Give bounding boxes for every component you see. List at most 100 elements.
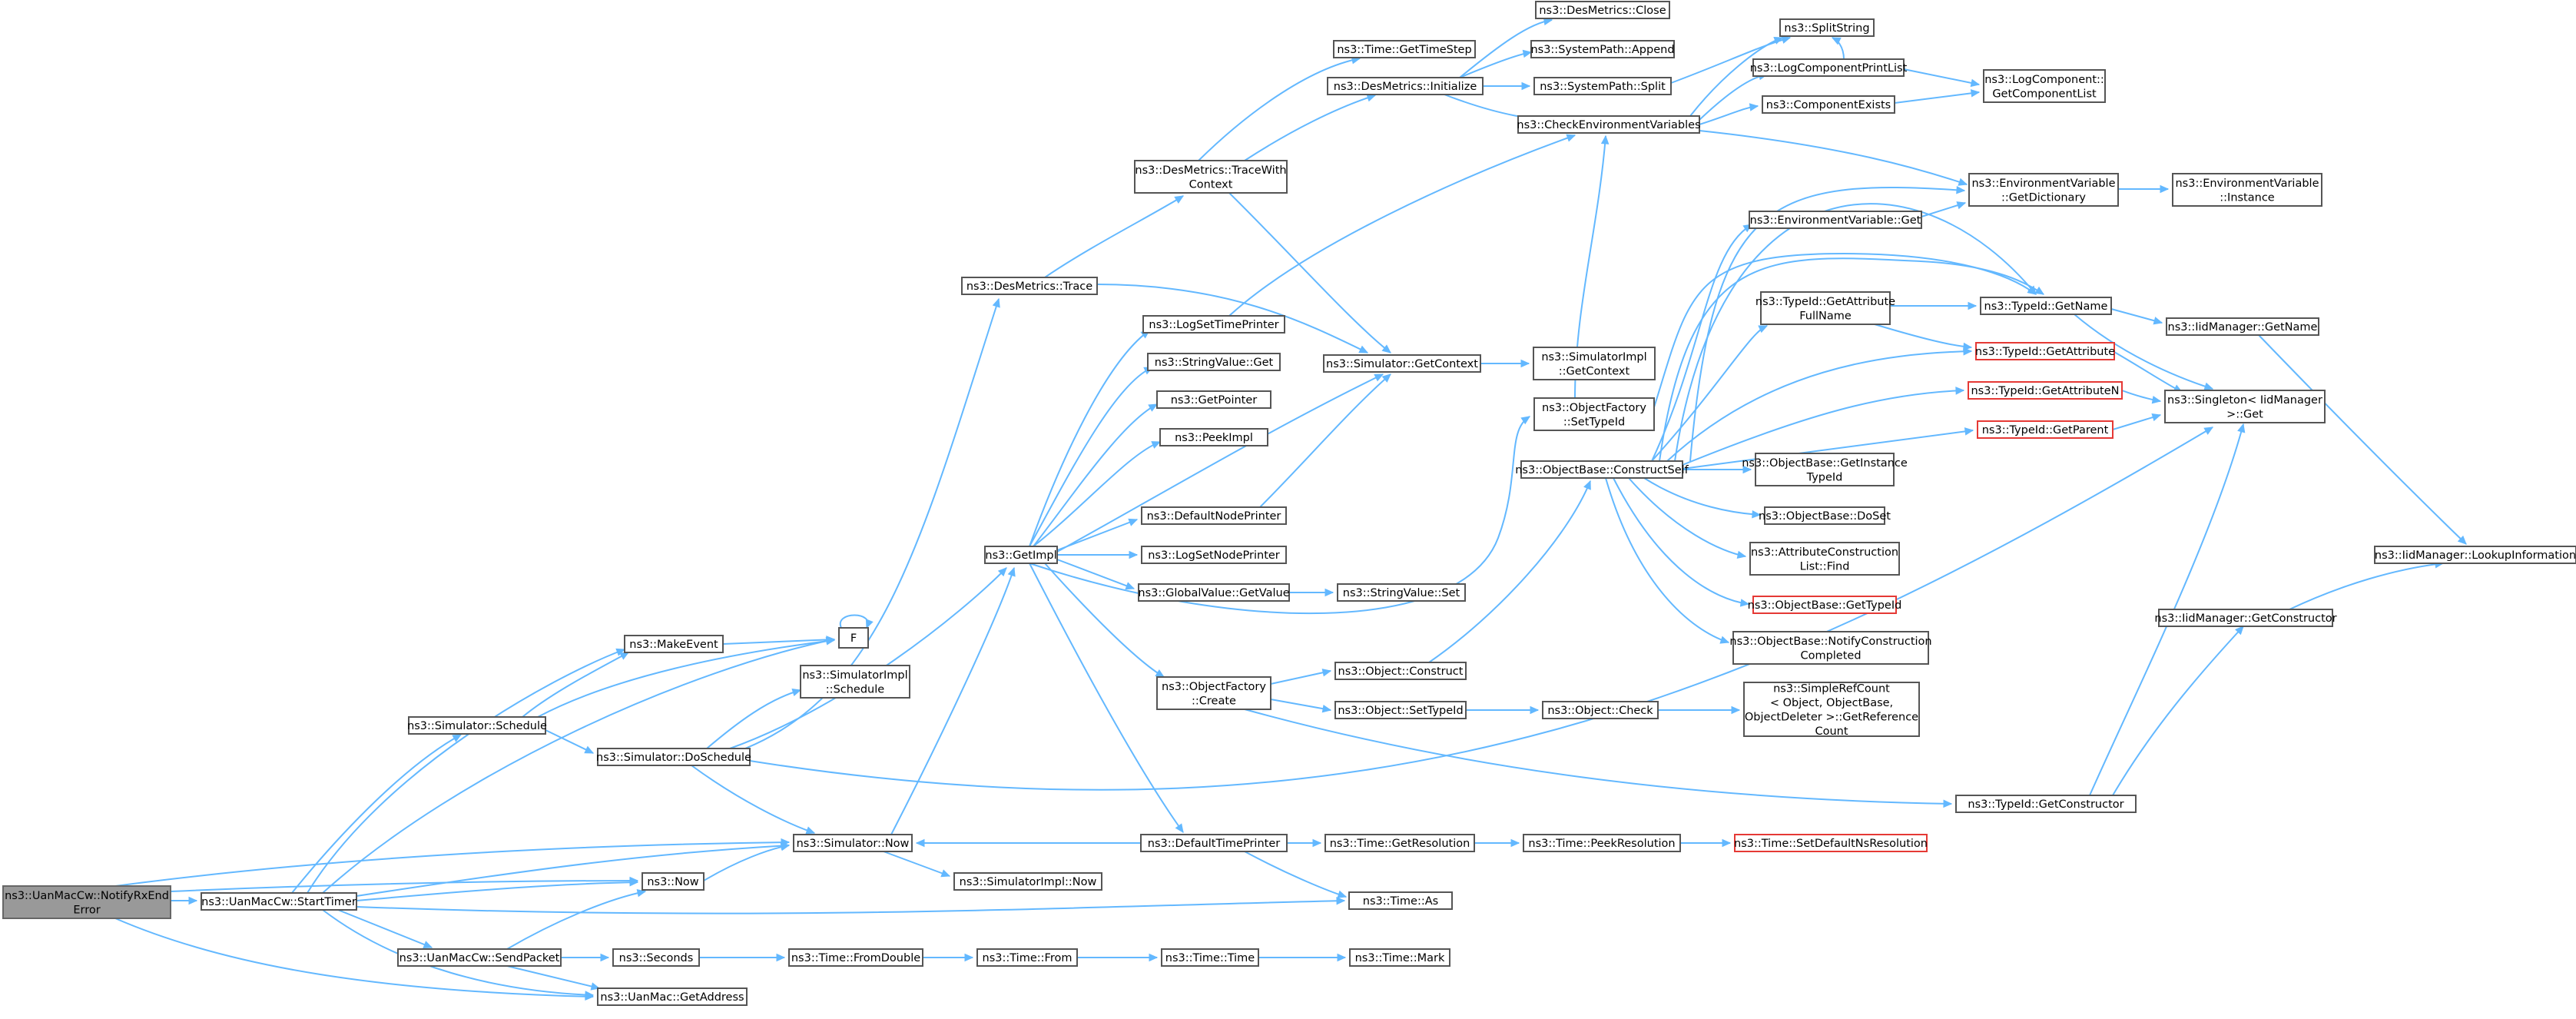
node-compExists[interactable]: ns3::ComponentExists: [1762, 95, 1895, 114]
node-typeIdGetName[interactable]: ns3::TypeId::GetName: [1980, 297, 2112, 315]
node-iidGetConstructor[interactable]: ns3::IidManager::GetConstructor: [2154, 609, 2337, 627]
call-edge-iidGetName-to-iidLookup: [2258, 334, 2467, 545]
node-peekResolution[interactable]: ns3::Time::PeekResolution: [1523, 834, 1681, 852]
node-simImplSchedule[interactable]: ns3::SimulatorImpl::Schedule: [800, 665, 910, 699]
node-simImplGetContext[interactable]: ns3::SimulatorImpl::GetContext: [1533, 347, 1656, 380]
node-objFactorySetTypeId[interactable]: ns3::ObjectFactory::SetTypeId: [1533, 397, 1655, 431]
node-box: [2164, 390, 2326, 423]
arrowhead-getImpl-to-defNodePrinter: [1128, 518, 1139, 526]
node-seconds[interactable]: ns3::Seconds: [612, 948, 700, 967]
node-sysAppend[interactable]: ns3::SystemPath::Append: [1530, 40, 1675, 58]
node-doSet[interactable]: ns3::ObjectBase::DoSet: [1759, 506, 1891, 525]
arrowhead-objConstruct-to-constructSelf: [1583, 480, 1591, 490]
node-timeMark[interactable]: ns3::Time::Mark: [1349, 948, 1450, 967]
node-now[interactable]: ns3::Now: [642, 872, 705, 891]
node-simGetContext[interactable]: ns3::Simulator::GetContext: [1323, 354, 1481, 373]
node-simpleRefCount[interactable]: ns3::SimpleRefCount< Object, ObjectBase,…: [1743, 682, 1920, 738]
node-desClose[interactable]: ns3::DesMetrics::Close: [1535, 1, 1670, 19]
node-singletonGet[interactable]: ns3::Singleton< IidManager>::Get: [2164, 390, 2326, 423]
node-constructSelf[interactable]: ns3::ObjectBase::ConstructSelf: [1515, 460, 1689, 479]
node-objFactoryCreate[interactable]: ns3::ObjectFactory::Create: [1156, 676, 1271, 710]
arrowhead-getImpl-to-defTimePrinter: [1175, 823, 1184, 833]
node-objConstruct[interactable]: ns3::Object::Construct: [1334, 662, 1467, 680]
node-label: ObjectDeleter >::GetReference: [1745, 711, 1918, 723]
node-label: F: [850, 632, 857, 645]
node-box: [1520, 460, 1683, 479]
node-label: ns3::CheckEnvironmentVariables: [1517, 119, 1700, 131]
node-logSetTimePrinter[interactable]: ns3::LogSetTimePrinter: [1142, 315, 1285, 334]
node-desTrace[interactable]: ns3::DesMetrics::Trace: [961, 277, 1098, 295]
node-envInstance[interactable]: ns3::EnvironmentVariable::Instance: [2172, 173, 2322, 207]
node-makeEvent[interactable]: ns3::MakeEvent: [624, 635, 724, 653]
node-logCompPrintList[interactable]: ns3::LogComponentPrintList: [1750, 58, 1908, 77]
node-label: ns3::Simulator::GetContext: [1326, 358, 1478, 370]
node-simImplNow[interactable]: ns3::SimulatorImpl::Now: [953, 872, 1102, 891]
node-F[interactable]: F: [838, 627, 869, 649]
node-typeIdGetAttributeN[interactable]: ns3::TypeId::GetAttributeN: [1968, 381, 2123, 400]
arrowhead-timeFrom-to-timeTime: [1149, 953, 1159, 962]
node-envGetDict[interactable]: ns3::EnvironmentVariable::GetDictionary: [1968, 173, 2119, 207]
node-iidGetName[interactable]: ns3::IidManager::GetName: [2166, 317, 2319, 336]
node-objCheck[interactable]: ns3::Object::Check: [1542, 701, 1659, 719]
arrowhead-traceWithContext-to-simGetContext: [1381, 344, 1391, 353]
node-notifyConstr[interactable]: ns3::ObjectBase::NotifyConstructionCompl…: [1729, 631, 1932, 665]
node-label: ns3::Time::As: [1363, 895, 1438, 908]
node-getTimeStep[interactable]: ns3::Time::GetTimeStep: [1333, 40, 1476, 58]
node-label: ns3::AttributeConstruction: [1751, 546, 1898, 559]
node-peekImpl[interactable]: ns3::PeekImpl: [1159, 428, 1268, 446]
node-simDoSchedule[interactable]: ns3::Simulator::DoSchedule: [596, 748, 751, 766]
call-edge-root-to-now: [170, 880, 638, 892]
node-globalValGet[interactable]: ns3::GlobalValue::GetValue: [1138, 583, 1290, 602]
node-typeIdGetConstructor[interactable]: ns3::TypeId::GetConstructor: [1955, 795, 2137, 813]
node-strValGet[interactable]: ns3::StringValue::Get: [1147, 353, 1281, 371]
node-splitString[interactable]: ns3::SplitString: [1779, 18, 1875, 37]
node-simNow[interactable]: ns3::Simulator::Now: [793, 834, 913, 852]
node-label: ns3::GetPointer: [1171, 394, 1258, 407]
call-edge-root-to-getAddress: [114, 918, 594, 997]
call-edge-iidGetConstructor-to-iidLookup: [2289, 563, 2444, 610]
node-iidLookup[interactable]: ns3::IidManager::LookupInformation: [2374, 546, 2576, 564]
node-timeTime[interactable]: ns3::Time::Time: [1161, 948, 1259, 967]
node-defNodePrinter[interactable]: ns3::DefaultNodePrinter: [1141, 506, 1287, 525]
call-edge-startTimer-to-simNow: [356, 845, 790, 897]
node-defTimePrinter[interactable]: ns3::DefaultTimePrinter: [1140, 834, 1288, 852]
node-typeIdGetParent[interactable]: ns3::TypeId::GetParent: [1977, 420, 2114, 439]
node-getImpl[interactable]: ns3::GetImpl: [984, 546, 1058, 564]
node-desInit[interactable]: ns3::DesMetrics::Initialize: [1327, 77, 1484, 95]
node-objSetTypeId[interactable]: ns3::Object::SetTypeId: [1334, 701, 1467, 719]
node-strValSet[interactable]: ns3::StringValue::Set: [1337, 583, 1466, 602]
call-edge-startTimer-to-F: [322, 639, 835, 894]
arrowhead-checkEnv-to-splitString: [1773, 36, 1784, 45]
node-box: [1141, 546, 1287, 564]
node-sendPacket[interactable]: ns3::UanMacCw::SendPacket: [397, 948, 562, 967]
node-typeIdGetAttribute[interactable]: ns3::TypeId::GetAttribute: [1975, 342, 2115, 360]
node-startTimer[interactable]: ns3::UanMacCw::StartTimer: [201, 892, 357, 911]
node-fromDouble[interactable]: ns3::Time::FromDouble: [788, 948, 923, 967]
call-edge-checkEnv-to-compExists: [1699, 105, 1759, 125]
node-envGet[interactable]: ns3::EnvironmentVariable::Get: [1749, 211, 1922, 229]
node-getCompList[interactable]: ns3::LogComponent::GetComponentList: [1983, 69, 2106, 103]
call-edge-constructSelf-to-getAttrFullName: [1651, 325, 1768, 462]
node-getPointer[interactable]: ns3::GetPointer: [1156, 390, 1271, 409]
node-timeFrom[interactable]: ns3::Time::From: [976, 948, 1078, 967]
node-label: ns3::Time::SetDefaultNsResolution: [1734, 838, 1928, 850]
node-objBaseGetTypeId[interactable]: ns3::ObjectBase::GetTypeId: [1748, 596, 1902, 614]
node-label: >::Get: [2226, 408, 2263, 420]
node-getResolution[interactable]: ns3::Time::GetResolution: [1324, 834, 1475, 852]
arrowhead-startTimer-to-now: [629, 878, 639, 887]
node-checkEnv[interactable]: ns3::CheckEnvironmentVariables: [1517, 115, 1701, 134]
node-getAddress[interactable]: ns3::UanMac::GetAddress: [597, 987, 748, 1006]
node-timeAs[interactable]: ns3::Time::As: [1348, 891, 1453, 910]
node-sysSplit[interactable]: ns3::SystemPath::Split: [1533, 77, 1672, 95]
call-edge-logSetTimePrinter-to-checkEnv: [1228, 134, 1576, 317]
node-logSetNodePrinter[interactable]: ns3::LogSetNodePrinter: [1141, 546, 1287, 564]
call-edge-desTrace-to-simGetContext: [1096, 284, 1368, 353]
node-simSchedule[interactable]: ns3::Simulator::Schedule: [407, 716, 547, 735]
node-box: [1752, 596, 1897, 614]
node-setDefNsRes[interactable]: ns3::Time::SetDefaultNsResolution: [1734, 834, 1928, 852]
